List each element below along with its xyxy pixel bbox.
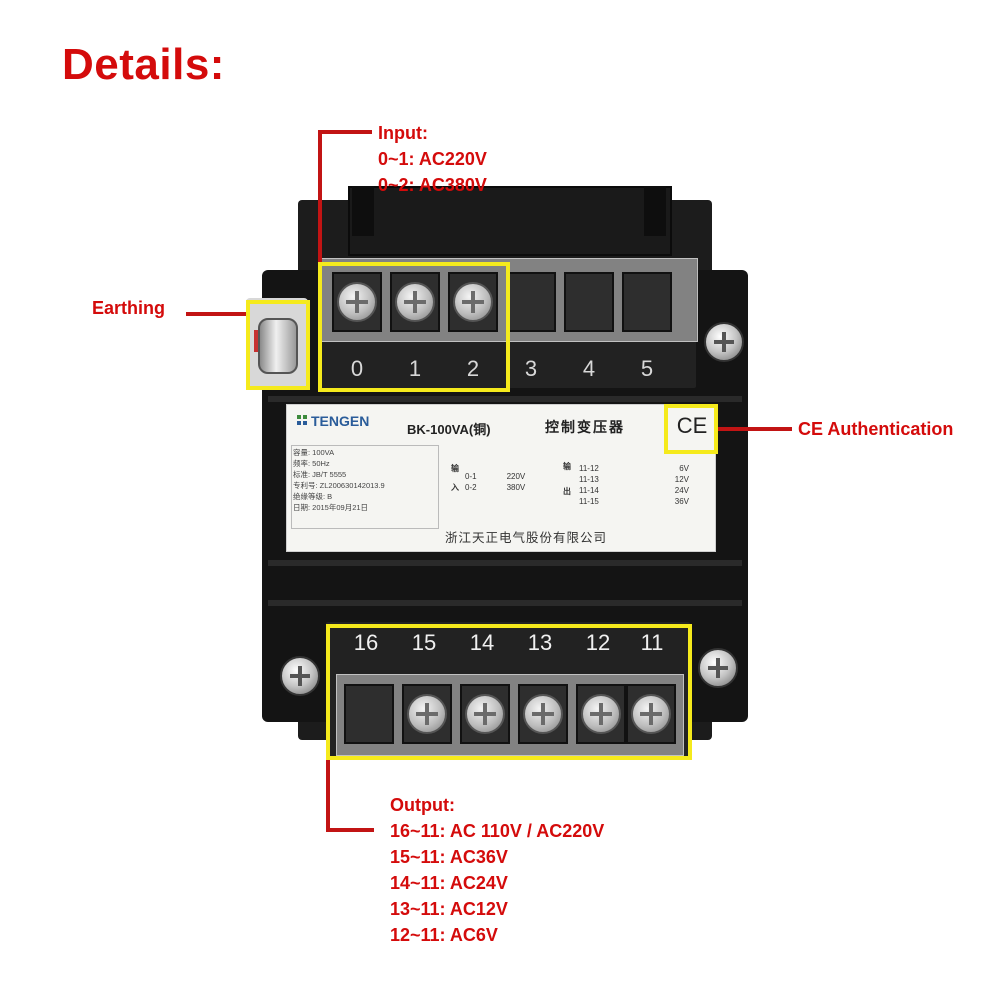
input-label: 输 入 xyxy=(451,464,459,492)
terminal-cell-empty xyxy=(506,272,556,332)
terminal-number: 3 xyxy=(524,356,538,381)
body-rib xyxy=(268,600,742,606)
earthing-stud-icon xyxy=(258,318,298,374)
spec-box xyxy=(291,445,439,529)
screw-icon xyxy=(453,282,493,322)
terminal-cell xyxy=(448,272,498,332)
screw-icon xyxy=(465,694,505,734)
earthing-highlight xyxy=(246,300,310,390)
mounting-bolt-icon xyxy=(704,322,744,362)
terminal-number: 14 xyxy=(469,630,495,655)
terminal-number: 5 xyxy=(640,356,654,381)
brand-name: TENGEN xyxy=(311,413,370,429)
callout-line: 0~2: AC380V xyxy=(378,175,487,195)
terminal-number: 11 xyxy=(640,630,664,655)
input-leader-horizontal xyxy=(318,130,372,134)
screw-icon xyxy=(581,694,621,734)
output-leader-vertical xyxy=(326,760,330,832)
terminal-number: 13 xyxy=(527,630,553,655)
input-callout: Input: 0~1: AC220V 0~2: AC380V xyxy=(378,120,487,198)
mounting-bolt-icon xyxy=(698,648,738,688)
terminal-cell xyxy=(576,684,626,744)
callout-line: 16~11: AC 110V / AC220V xyxy=(390,821,605,841)
spec-line: 标准: JB/T 5555 xyxy=(293,470,347,479)
spec-line: 日期: 2015年09月21日 xyxy=(293,503,369,512)
terminal-number: 0 xyxy=(350,356,364,381)
terminal-cell xyxy=(518,684,568,744)
screw-icon xyxy=(523,694,563,734)
output-leader-horizontal xyxy=(326,828,374,832)
model-number: BK-100VA(铜) xyxy=(407,422,491,437)
screw-icon xyxy=(337,282,377,322)
terminal-cell-empty xyxy=(564,272,614,332)
body-rib xyxy=(268,560,742,566)
input-leader-vertical xyxy=(318,130,322,262)
terminal-number: 4 xyxy=(582,356,596,381)
spec-line: 容量: 100VA xyxy=(293,448,335,457)
screw-icon xyxy=(395,282,435,322)
output-label: 输 出 xyxy=(563,462,571,496)
callout-line: 12~11: AC6V xyxy=(390,925,498,945)
output-callout: Output: 16~11: AC 110V / AC220V 15~11: A… xyxy=(390,792,604,948)
callout-line: 14~11: AC24V xyxy=(390,873,508,893)
mounting-bolt-icon xyxy=(280,656,320,696)
terminal-cell-empty xyxy=(344,684,394,744)
spec-list: 容量: 100VA 频率: 50Hz 标准: JB/T 5555 专利号: ZL… xyxy=(293,447,385,513)
ce-highlight xyxy=(664,404,718,454)
spec-line: 频率: 50Hz xyxy=(293,459,330,468)
spec-line: 专利号: ZL200630142013.9 xyxy=(293,481,385,490)
body-rib xyxy=(268,396,742,402)
mounting-bracket-top xyxy=(348,186,672,256)
ce-leader xyxy=(718,427,792,431)
page-title: Details: xyxy=(62,40,225,89)
output-terminals-highlight xyxy=(326,624,692,760)
earthing-leader xyxy=(186,312,246,316)
tengen-logo-icon xyxy=(297,415,307,425)
screw-icon xyxy=(631,694,671,734)
spec-line: 绝缘等级: B xyxy=(293,492,333,501)
bracket-post-right xyxy=(644,186,666,236)
ce-callout: CE Authentication xyxy=(798,419,954,439)
screw-icon xyxy=(407,694,447,734)
callout-line: 13~11: AC12V xyxy=(390,899,508,919)
terminal-number: 12 xyxy=(585,630,611,655)
bracket-post-left xyxy=(352,186,374,236)
callout-line: Output: xyxy=(390,795,455,815)
nameplate: TENGEN BK-100VA(铜) 控制变压器 容量: 100VA 频率: 5… xyxy=(286,404,716,552)
callout-line: Input: xyxy=(378,123,428,143)
terminal-cell xyxy=(332,272,382,332)
terminal-number: 15 xyxy=(411,630,437,655)
terminal-number: 2 xyxy=(466,356,480,381)
terminal-cell xyxy=(460,684,510,744)
earthing-callout: Earthing xyxy=(92,298,166,318)
terminal-cell xyxy=(402,684,452,744)
terminal-cell xyxy=(626,684,676,744)
company-name: 浙江天正电气股份有限公司 xyxy=(445,531,608,545)
input-terminals-highlight xyxy=(318,262,510,392)
terminal-number: 16 xyxy=(353,630,379,655)
terminal-number: 1 xyxy=(408,356,422,381)
callout-line: 15~11: AC36V xyxy=(390,847,508,867)
product-name: 控制变压器 xyxy=(545,419,625,435)
callout-line: 0~1: AC220V xyxy=(378,149,487,169)
terminal-cell xyxy=(390,272,440,332)
terminal-cell-empty xyxy=(622,272,672,332)
output-terminal-strip: 16 15 14 13 12 11 xyxy=(326,622,690,758)
ce-mark-icon: CE xyxy=(676,413,708,438)
